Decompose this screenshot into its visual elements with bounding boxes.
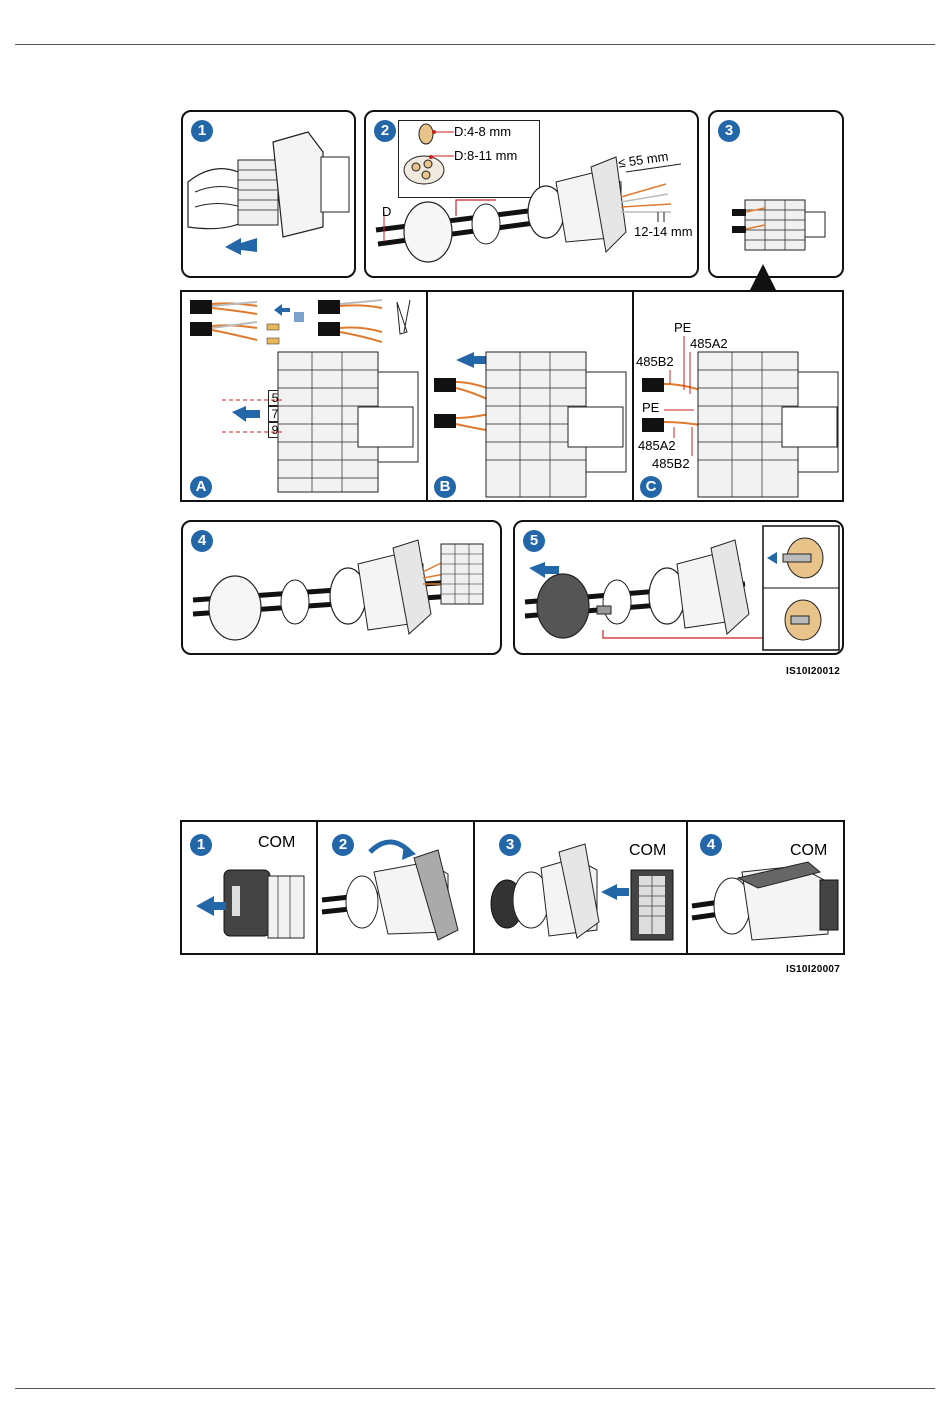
panel-com-step-3: 3 COM — [475, 822, 688, 953]
diameter-label: D — [382, 204, 391, 219]
wire-crimp-insert-illustration — [182, 292, 428, 500]
panel-step-4: 4 — [181, 520, 502, 655]
pin-label-485a2-top: 485A2 — [690, 336, 728, 351]
header-rule — [15, 44, 935, 45]
step-3-pointer — [748, 262, 778, 292]
panel-step-5: 5 — [513, 520, 844, 655]
pin-label-pe-mid: PE — [642, 400, 659, 415]
wire-insert-illustration — [428, 292, 634, 500]
step-badge: 3 — [499, 834, 521, 856]
com-port-label: COM — [258, 834, 295, 852]
panel-com-step-4: 4 COM — [688, 822, 843, 953]
pin-label-485b2-top: 485B2 — [636, 354, 674, 369]
footer-rule — [15, 1388, 935, 1389]
step-badge: A — [190, 476, 212, 498]
panel-com-strip: 1 COM 2 3 — [180, 820, 845, 955]
step-badge: 4 — [700, 834, 722, 856]
panel-step-b: B — [428, 292, 634, 500]
seal-plug-illustration — [515, 522, 844, 655]
step-badge: 1 — [191, 120, 213, 142]
panel-step-2: 2 D:4-8 mm D:8-11 mm D ≤ 55 mm 12-14 mm — [364, 110, 699, 278]
pin-label-485b2-bottom: 485B2 — [652, 456, 690, 471]
step-badge: B — [434, 476, 456, 498]
panel-step-1: 1 — [181, 110, 356, 278]
step-badge: 3 — [718, 120, 740, 142]
step-badge: 1 — [190, 834, 212, 856]
com-port-label: COM — [629, 842, 666, 860]
figure-code: IS10I20007 — [786, 964, 840, 975]
seal-diameter-small: D:4-8 mm — [454, 124, 511, 139]
strip-end-label: 12-14 mm — [634, 224, 693, 239]
step-badge: 4 — [191, 530, 213, 552]
connector-assembly-illustration — [183, 522, 502, 655]
panel-step-3: 3 — [708, 110, 844, 278]
seal-diameter-large: D:8-11 mm — [454, 148, 517, 163]
com-port-label: COM — [790, 842, 827, 860]
panel-abc: A 5 7 9 — [180, 290, 844, 502]
step-badge: 2 — [332, 834, 354, 856]
pin-label-pe-top: PE — [674, 320, 691, 335]
pin-label-485a2-bottom: 485A2 — [638, 438, 676, 453]
cable-prep-illustration — [366, 112, 699, 278]
figure-code: IS10I20012 — [786, 666, 840, 677]
step-badge: C — [640, 476, 662, 498]
panel-com-step-2: 2 — [318, 822, 475, 953]
step-badge: 5 — [523, 530, 545, 552]
step-badge: 2 — [374, 120, 396, 142]
panel-step-a: A 5 7 9 — [182, 292, 428, 500]
panel-com-step-1: 1 COM — [182, 822, 318, 953]
panel-step-c: C PE 485A2 485B2 PE 485A2 485B2 — [634, 292, 842, 500]
